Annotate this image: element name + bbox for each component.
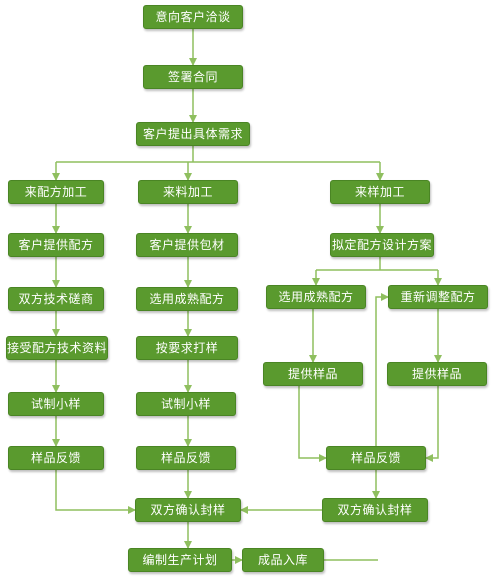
node-feedback-a: 样品反馈 (8, 446, 104, 470)
node-warehouse: 成品入库 (242, 548, 324, 572)
node-select-formula-mid: 选用成熟配方 (136, 287, 238, 311)
node-sample-processing: 来样加工 (330, 180, 430, 204)
node-select-formula-right: 选用成熟配方 (266, 285, 366, 309)
node-customer-packaging: 客户提供包材 (136, 233, 238, 257)
node-confirm-main: 双方确认封样 (135, 498, 241, 522)
node-provide-sample-b: 提供样品 (387, 362, 487, 386)
node-trial-a: 试制小样 (8, 392, 104, 416)
node-formula-processing: 来配方加工 (8, 180, 104, 204)
node-customer-formula: 客户提供配方 (8, 233, 104, 257)
node-confirm-right: 双方确认封样 (322, 498, 428, 522)
connector-feedback-c-to-readjust-formula (375, 293, 389, 446)
connector-provide-sample-b-to-feedback-c (425, 386, 439, 462)
node-feedback-c: 样品反馈 (326, 446, 426, 470)
node-tech-negotiation: 双方技术磋商 (8, 287, 104, 311)
node-draft-plan: 拟定配方设计方案 (330, 233, 434, 257)
node-readjust-formula: 重新调整配方 (388, 285, 488, 309)
connector-draft-plan-split (316, 257, 438, 271)
node-accept-tech-data: 接受配方技术资料 (6, 336, 108, 360)
node-feedback-b: 样品反馈 (136, 446, 236, 470)
node-intent: 意向客户洽谈 (143, 5, 243, 29)
connector-feedback-a-to-confirm-main (55, 470, 136, 514)
node-material-processing: 来料加工 (138, 180, 238, 204)
node-proof-request: 按要求打样 (136, 336, 238, 360)
node-sign: 签署合同 (143, 65, 243, 89)
node-production-plan: 编制生产计划 (128, 548, 232, 572)
connector-provide-sample-a-to-feedback-c (298, 386, 327, 462)
node-requirements: 客户提出具体需求 (136, 122, 250, 146)
connector-requirements-branch (56, 146, 380, 163)
node-trial-b: 试制小样 (136, 392, 236, 416)
node-provide-sample-a: 提供样品 (263, 362, 363, 386)
